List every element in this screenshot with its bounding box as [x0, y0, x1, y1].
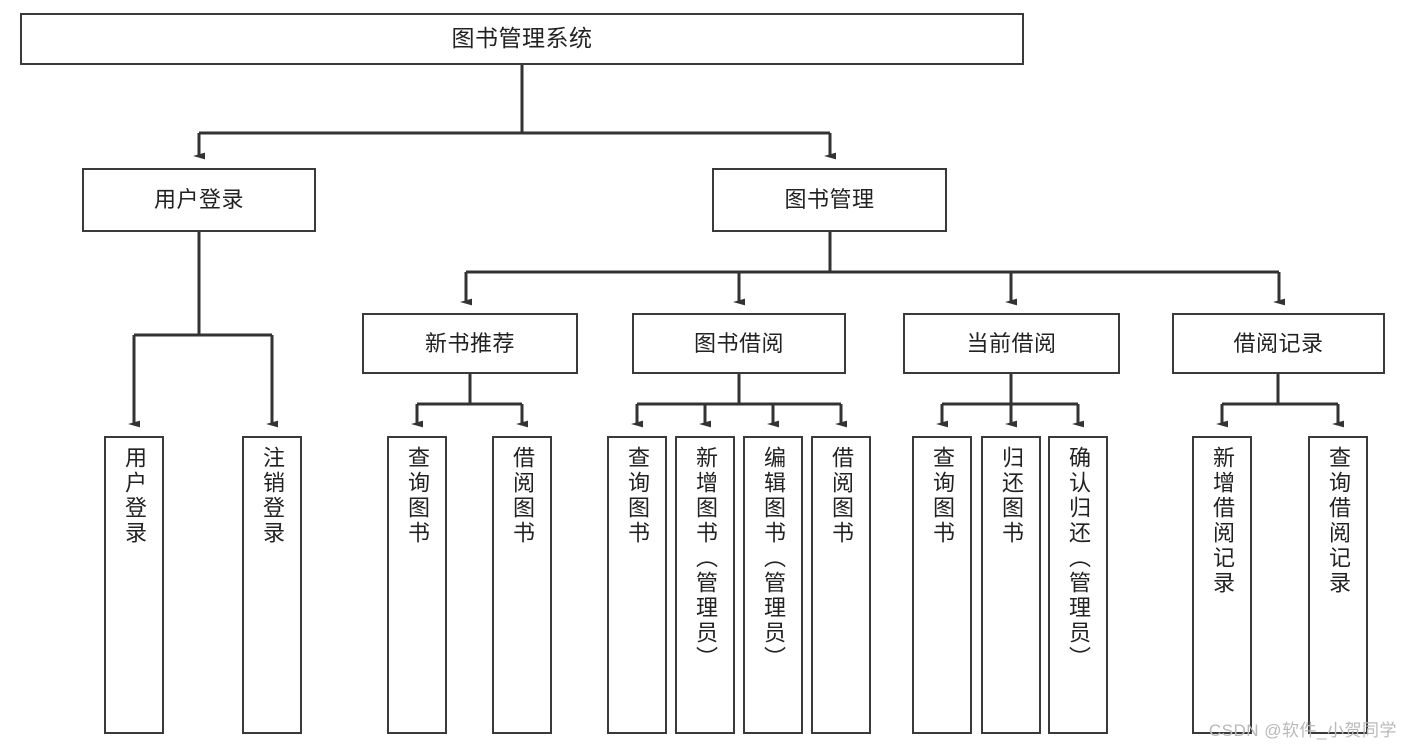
leaf-query-book-current[interactable]: 查询图书: [912, 436, 972, 734]
node-label: 查询图书: [625, 446, 650, 546]
node-label: 注销登录: [260, 446, 285, 546]
leaf-borrow-book[interactable]: 借阅图书: [811, 436, 871, 734]
node-label: 图书管理系统: [451, 25, 593, 52]
leaf-logout[interactable]: 注销登录: [242, 436, 302, 734]
node-borrow-record[interactable]: 借阅记录: [1172, 313, 1385, 374]
watermark-text: CSDN @软件_小贺同学: [1208, 721, 1397, 740]
leaf-add-borrow-record[interactable]: 新增借阅记录: [1192, 436, 1252, 734]
node-label: 新书推荐: [424, 330, 515, 356]
node-label: 确认归还（管理员）: [1066, 446, 1091, 671]
node-label: 用户登录: [122, 446, 147, 546]
node-label: 借阅图书: [829, 446, 854, 546]
node-book-borrow[interactable]: 图书借阅: [632, 313, 846, 374]
leaf-edit-book-admin[interactable]: 编辑图书（管理员）: [743, 436, 803, 734]
leaf-confirm-return-admin[interactable]: 确认归还（管理员）: [1048, 436, 1108, 734]
node-label: 查询借阅记录: [1326, 446, 1351, 596]
node-label: 查询图书: [405, 446, 430, 546]
leaf-query-borrow-record[interactable]: 查询借阅记录: [1308, 436, 1368, 734]
node-label: 编辑图书（管理员）: [761, 446, 786, 671]
node-label: 借阅记录: [1233, 330, 1324, 356]
node-book-management[interactable]: 图书管理: [712, 168, 947, 232]
leaf-query-book-borrow[interactable]: 查询图书: [607, 436, 667, 734]
node-label: 借阅图书: [510, 446, 535, 546]
node-label: 用户登录: [153, 187, 244, 213]
node-label: 新增图书（管理员）: [693, 446, 718, 671]
leaf-user-login[interactable]: 用户登录: [104, 436, 164, 734]
leaf-borrow-book-recommend[interactable]: 借阅图书: [492, 436, 552, 734]
node-label: 归还图书: [999, 446, 1024, 546]
leaf-query-book-recommend[interactable]: 查询图书: [387, 436, 447, 734]
node-root-library-management-system[interactable]: 图书管理系统: [20, 13, 1024, 65]
node-label: 新增借阅记录: [1210, 446, 1235, 596]
node-label: 图书借阅: [693, 330, 784, 356]
node-label: 查询图书: [930, 446, 955, 546]
leaf-add-book-admin[interactable]: 新增图书（管理员）: [675, 436, 735, 734]
node-label: 图书管理: [784, 187, 875, 213]
node-user-login[interactable]: 用户登录: [82, 168, 316, 232]
node-current-borrow[interactable]: 当前借阅: [903, 313, 1120, 374]
leaf-return-book[interactable]: 归还图书: [981, 436, 1041, 734]
node-label: 当前借阅: [966, 330, 1057, 356]
node-new-book-recommend[interactable]: 新书推荐: [362, 313, 578, 374]
